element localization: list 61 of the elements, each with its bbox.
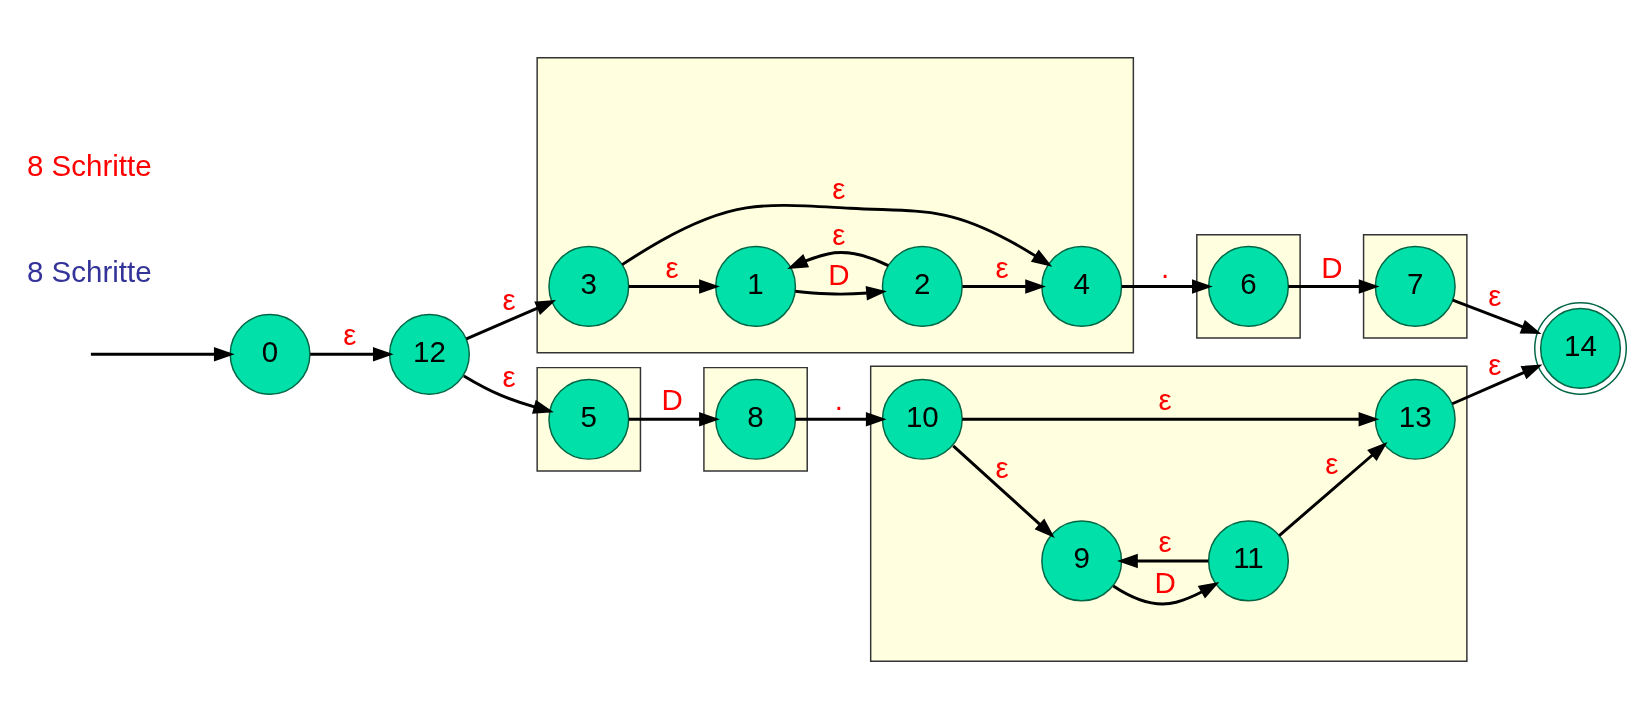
- node-circle: 12: [388, 313, 470, 395]
- edge-label: ε: [343, 317, 357, 351]
- arrow: [1452, 298, 1542, 334]
- edge-label: D: [1154, 565, 1176, 599]
- node-circle: 13: [1374, 378, 1456, 460]
- edge-label: ε: [502, 359, 516, 393]
- edge-label: ε: [502, 282, 516, 316]
- arrow: [1278, 441, 1388, 537]
- edge-label: ε: [832, 171, 846, 205]
- node-circle: 3: [548, 245, 630, 327]
- edge-label: ε: [995, 250, 1009, 284]
- node-circle: 9: [1041, 519, 1123, 602]
- cluster: [703, 366, 808, 472]
- label: 8 Schritte: [26, 254, 152, 288]
- cluster: [869, 364, 1468, 662]
- arrow: [1117, 553, 1209, 568]
- node-circle: 11: [1207, 519, 1290, 602]
- arrow: [1451, 363, 1543, 405]
- edge-label: ε: [995, 450, 1009, 484]
- node-circle: 10: [881, 378, 963, 460]
- node-circle: 1: [715, 245, 797, 327]
- cluster: [536, 366, 642, 472]
- node-circle: 6: [1207, 245, 1290, 327]
- node-circle: 5: [548, 378, 630, 460]
- edge-label: D: [828, 257, 850, 291]
- arrow: [795, 285, 887, 300]
- edge-label: D: [1321, 250, 1343, 284]
- edge-label: ε: [1325, 446, 1339, 480]
- arrow: [962, 411, 1380, 426]
- edge-label: ε: [1158, 382, 1172, 416]
- node-circle: 4: [1041, 245, 1123, 327]
- edge-label: .: [1160, 250, 1170, 284]
- arrow: [628, 278, 720, 294]
- edge-label: .: [834, 382, 844, 416]
- edge-label: D: [661, 382, 683, 416]
- label: 8 Schritte: [26, 148, 152, 182]
- arrow: [621, 203, 1053, 267]
- arrow: [465, 299, 557, 340]
- arrow: [962, 278, 1046, 294]
- arrow: [310, 346, 394, 362]
- arrow: [1288, 278, 1380, 294]
- node-circle: 8: [715, 378, 797, 460]
- node-circle: 2: [881, 245, 963, 327]
- arrow: [952, 444, 1055, 538]
- arrow: [90, 346, 235, 362]
- edge-label: ε: [1158, 524, 1172, 558]
- node-circle: 7: [1374, 245, 1456, 327]
- arrow: [1121, 278, 1213, 294]
- node-circle: 14: [1534, 301, 1627, 395]
- edge-label: ε: [1488, 278, 1502, 312]
- arrow: [628, 411, 720, 426]
- arrow: [463, 374, 554, 414]
- node-circle: 0: [229, 313, 311, 395]
- arrow: [1112, 581, 1220, 605]
- cluster: [1196, 233, 1301, 339]
- edge-label: ε: [1488, 347, 1502, 381]
- edge-label: ε: [832, 217, 846, 251]
- cluster: [1362, 233, 1468, 339]
- arrow: [795, 411, 887, 426]
- arrow: [787, 250, 889, 269]
- edge-label: ε: [665, 250, 679, 284]
